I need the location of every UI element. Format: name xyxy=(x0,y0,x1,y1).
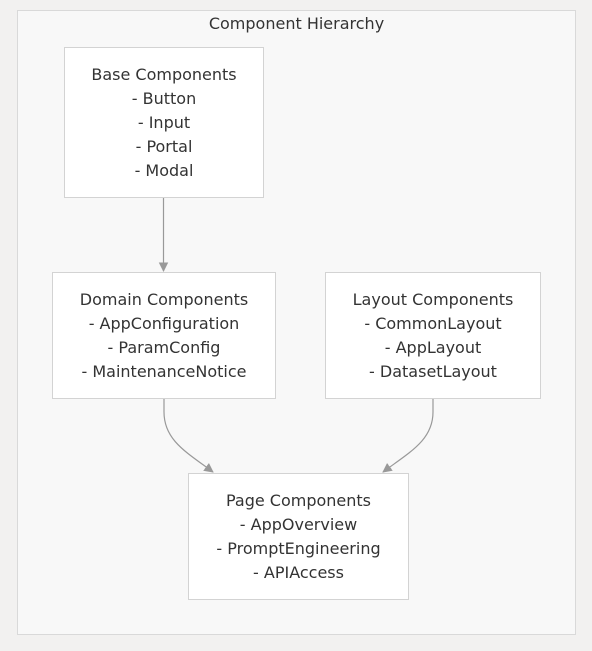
base-components-node: Base Components - Button - Input - Porta… xyxy=(64,47,264,198)
layout-components-node: Layout Components - CommonLayout - AppLa… xyxy=(325,272,541,399)
node-item: - Button xyxy=(131,88,197,108)
cluster-title: Component Hierarchy xyxy=(208,14,385,33)
node-item: - Modal xyxy=(134,160,194,180)
node-title: Page Components xyxy=(225,490,372,510)
node-item: - AppLayout xyxy=(384,337,482,357)
node-item: - MaintenanceNotice xyxy=(81,361,247,381)
node-title: Base Components xyxy=(91,64,237,84)
domain-components-node: Domain Components - AppConfiguration - P… xyxy=(52,272,276,399)
node-item: - AppConfiguration xyxy=(88,313,240,333)
node-item: - Portal xyxy=(135,136,193,156)
node-item: - ParamConfig xyxy=(107,337,221,357)
page-components-node: Page Components - AppOverview - PromptEn… xyxy=(188,473,409,600)
node-title: Domain Components xyxy=(79,289,249,309)
node-item: - APIAccess xyxy=(253,562,344,582)
node-title: Layout Components xyxy=(352,289,514,309)
node-item: - Input xyxy=(137,112,191,132)
node-item: - PromptEngineering xyxy=(216,538,381,558)
node-item: - CommonLayout xyxy=(364,313,502,333)
node-item: - AppOverview xyxy=(239,514,358,534)
node-item: - DatasetLayout xyxy=(369,361,497,381)
